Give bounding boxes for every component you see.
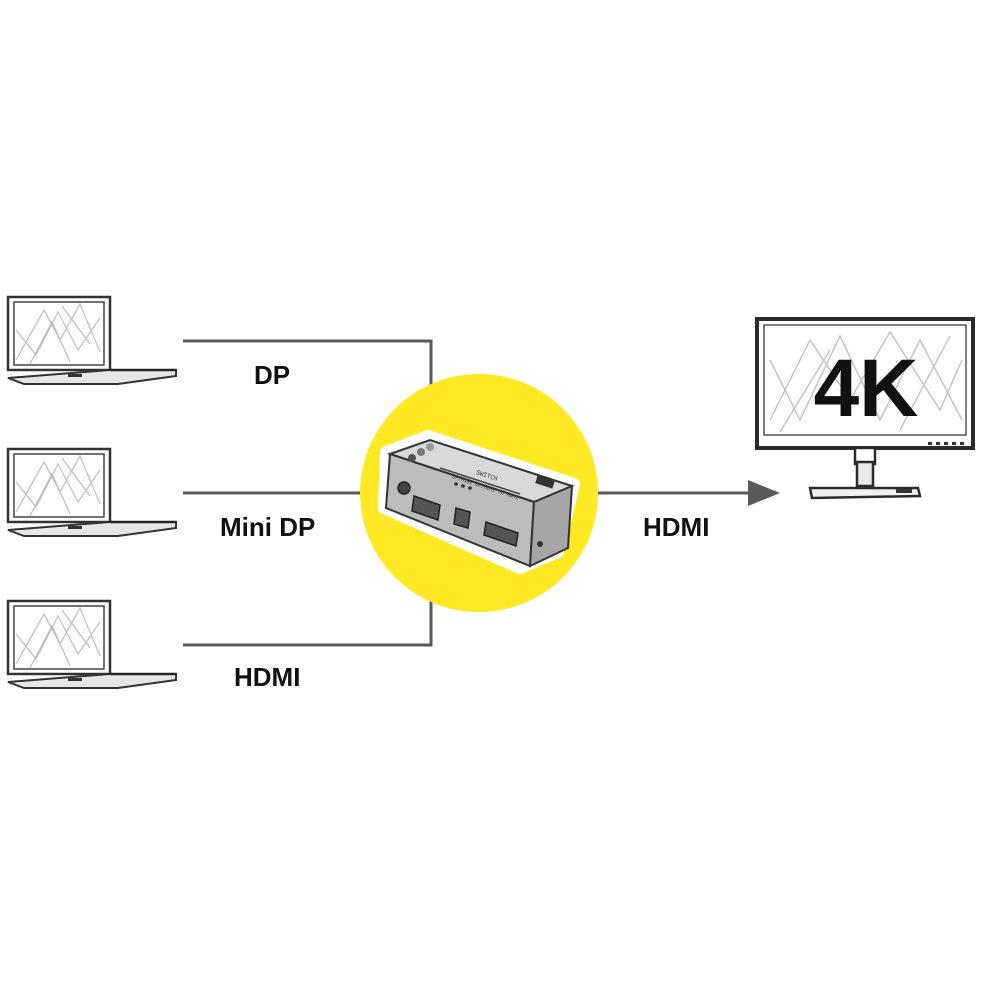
input-label-hdmi: HDMI <box>234 662 301 692</box>
laptop-icon <box>6 295 177 385</box>
connector-lines <box>183 339 752 647</box>
dp-line <box>183 339 433 386</box>
monitor-resolution-label: 4K <box>814 343 919 434</box>
arrow-right-icon <box>748 480 780 506</box>
input-label-dp: DP <box>254 360 291 390</box>
output-label-hdmi: HDMI <box>643 512 710 542</box>
monitor-icon: 4K <box>755 317 975 500</box>
laptop-icon <box>6 447 177 537</box>
hdmi-line <box>183 600 433 647</box>
laptop-icon <box>6 599 177 689</box>
input-label-minidp: Mini DP <box>220 512 316 542</box>
kvm-switch-icon: SWITCH DP/MINI DP/HDMI TO HDMI <box>378 430 580 574</box>
